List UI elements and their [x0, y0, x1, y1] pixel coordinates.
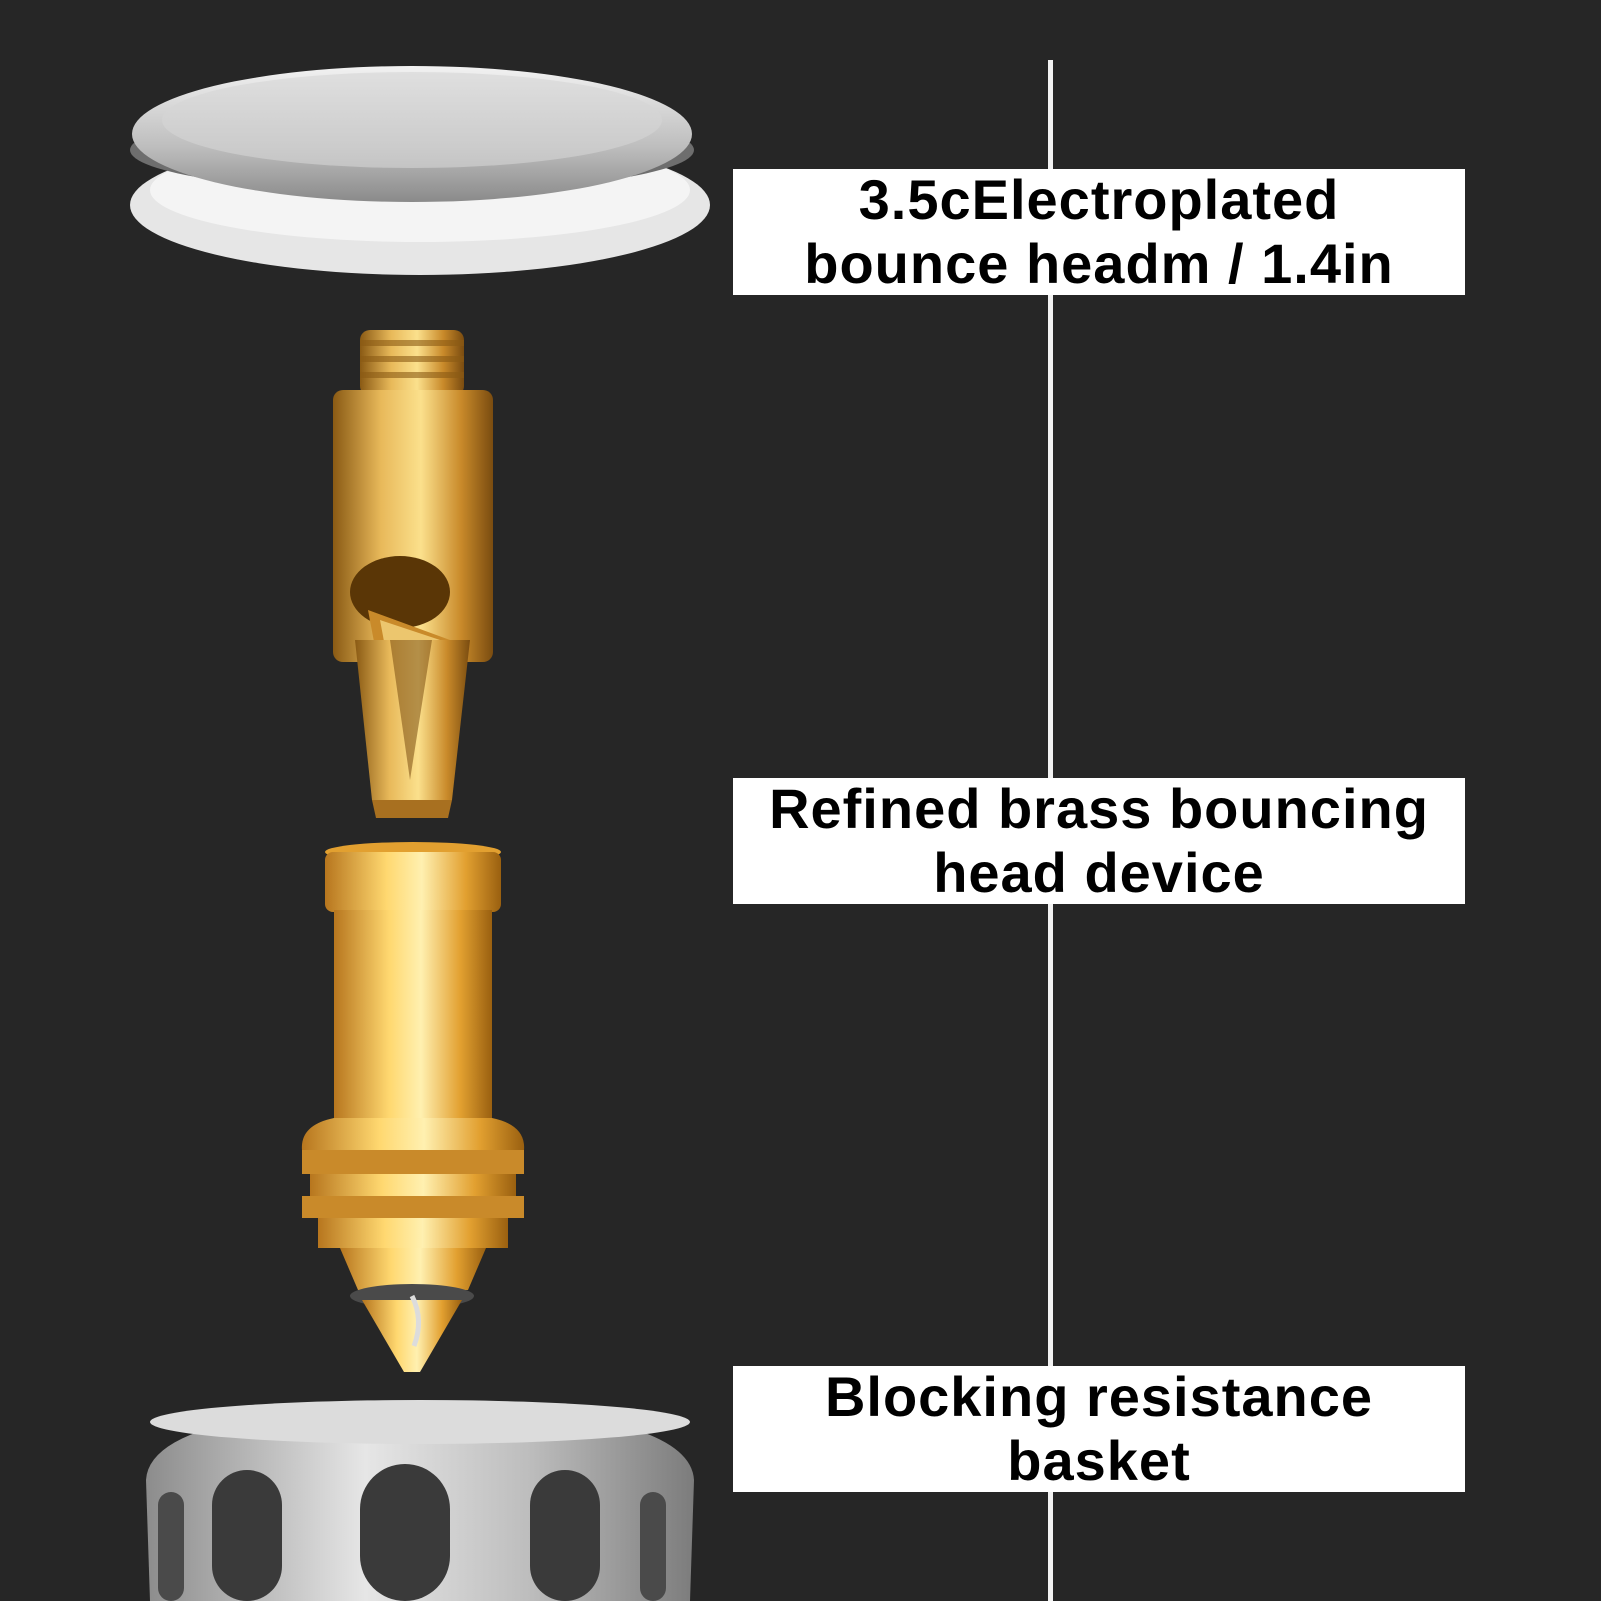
label-basket-line2: basket — [1007, 1429, 1191, 1492]
label-bounce-head-line2: bounce headm / 1.4in — [804, 232, 1394, 295]
brass-bouncing-head — [301, 842, 525, 1372]
label-brass-device: Refined brass bouncing head device — [733, 777, 1465, 904]
bounce-head-cap — [130, 66, 710, 275]
label-brass-device-line2: head device — [933, 841, 1265, 904]
label-bounce-head: 3.5cElectroplated bounce headm / 1.4in — [733, 168, 1465, 295]
resistance-basket — [146, 1400, 694, 1601]
brass-bouncing-mechanism — [333, 330, 493, 818]
label-basket-line1: Blocking resistance — [824, 1365, 1374, 1428]
label-brass-device-line1: Refined brass bouncing — [769, 777, 1429, 840]
label-basket: Blocking resistance basket — [733, 1365, 1465, 1492]
label-bounce-head-line1: 3.5cElectroplated — [858, 168, 1340, 231]
